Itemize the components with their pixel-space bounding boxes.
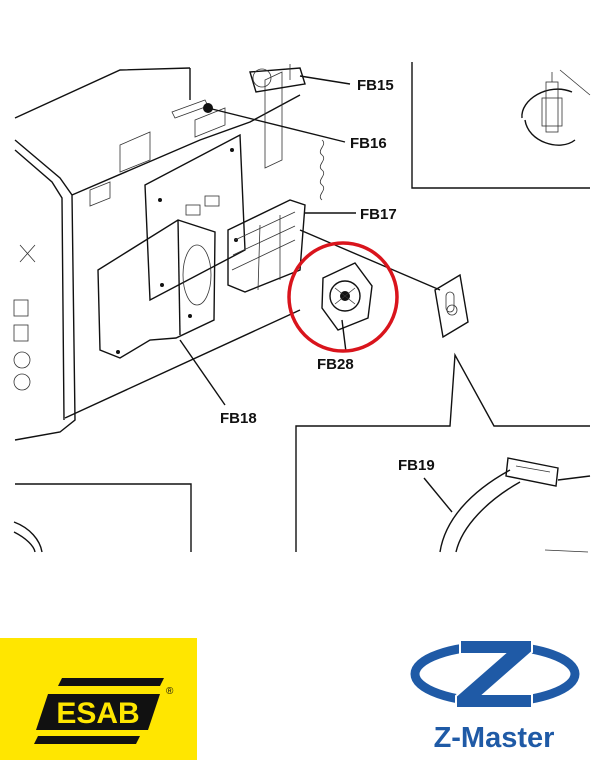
zmaster-logo-mark xyxy=(410,639,580,709)
inset-top-right xyxy=(411,62,591,189)
label-fb16: FB16 xyxy=(350,135,387,152)
mounting-bracket xyxy=(97,219,216,359)
label-fb18: FB18 xyxy=(220,410,257,427)
registered-mark: ® xyxy=(166,686,174,697)
spring-wire xyxy=(319,139,325,201)
esab-text: ESAB xyxy=(56,697,139,730)
wire xyxy=(299,229,441,291)
esab-logo-mark: ESAB ® xyxy=(34,678,174,744)
inset-bottom-right xyxy=(295,352,591,553)
circuit-board xyxy=(144,133,246,302)
highlight-circle xyxy=(287,241,399,353)
transformer xyxy=(227,199,306,293)
zmaster-brand-text: Z-Master xyxy=(433,722,555,754)
label-fb19: FB19 xyxy=(398,457,435,474)
top-knob-part xyxy=(249,64,306,93)
connector-plate xyxy=(434,273,469,339)
machine-chassis xyxy=(13,67,301,441)
label-fb17: FB17 xyxy=(360,206,397,223)
esab-logo: ESAB ® xyxy=(0,638,197,760)
cooling-fan xyxy=(321,262,373,331)
label-fb28: FB28 xyxy=(317,356,354,373)
label-fb15: FB15 xyxy=(357,77,394,94)
leader-lines xyxy=(179,68,356,406)
inset-bottom-left xyxy=(13,483,192,553)
